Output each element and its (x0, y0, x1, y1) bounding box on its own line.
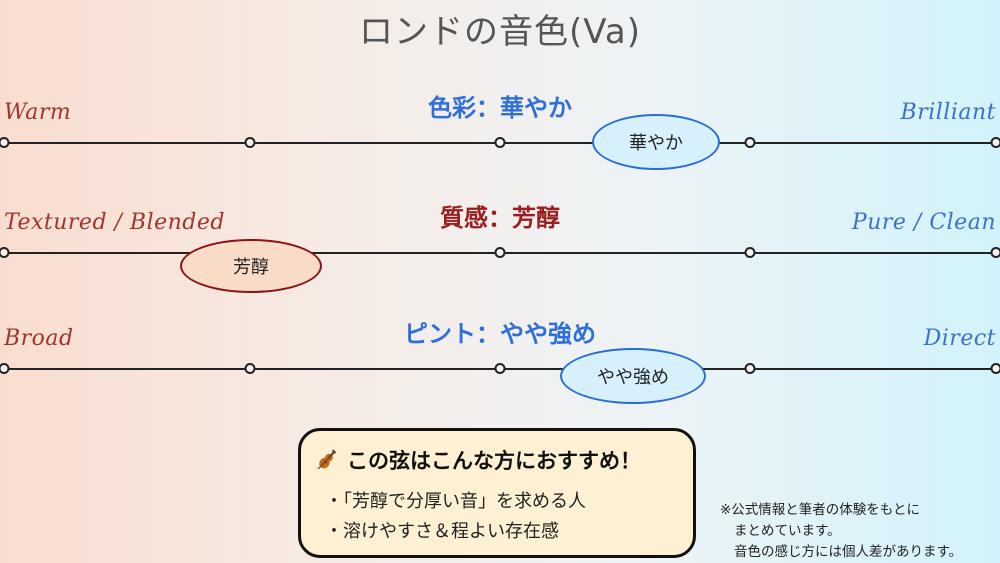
violin-icon (315, 448, 339, 477)
scale-heading: 質感：芳醇 (440, 204, 560, 232)
value-badge: 芳醇 (180, 239, 322, 293)
scale-tick (744, 363, 756, 374)
recommendation-item: ・溶けやすさ＆程よい存在感 (325, 521, 559, 542)
disclaimer-line: ※公式情報と筆者の体験をもとに (720, 502, 921, 518)
recommendation-panel: この弦はこんな方におすすめ！ ・「芳醇で分厚い音」を求める人 ・溶けやすさ＆程よ… (298, 428, 696, 558)
scale-row-focus: Broad Direct ピント：やや強め やや強め (0, 306, 1000, 404)
scale-tick (0, 247, 10, 258)
pole-right-label: Pure / Clean (851, 210, 996, 235)
value-badge: やや強め (560, 348, 706, 404)
scale-row-texture: Textured / Blended Pure / Clean 質感：芳醇 芳醇 (0, 190, 1000, 293)
page-title: ロンドの音色(Va) (359, 12, 641, 52)
scale-tick (494, 137, 506, 148)
disclaimer-line: まとめています。 (734, 523, 841, 539)
scale-tick (990, 363, 1000, 374)
pole-left-label: Warm (4, 100, 72, 125)
value-badge: 華やか (592, 114, 720, 170)
scale-tick (744, 247, 756, 258)
scale-tick (244, 137, 256, 148)
scale-tick (494, 363, 506, 374)
pole-left-label: Broad (4, 326, 74, 351)
recommendation-heading-row: この弦はこんな方におすすめ！ (315, 445, 641, 477)
scale-tick (494, 247, 506, 258)
pole-right-label: Brilliant (900, 100, 996, 125)
scale-row-color: Warm Brilliant 色彩：華やか 華やか (0, 80, 1000, 170)
scale-tick (244, 363, 256, 374)
scale-tick (0, 137, 10, 148)
disclaimer-line: 音色の感じ方には個人差があります。 (734, 544, 963, 560)
scale-tick (0, 363, 10, 374)
pole-right-label: Direct (923, 326, 996, 351)
scale-tick (990, 247, 1000, 258)
recommendation-item: ・「芳醇で分厚い音」を求める人 (325, 491, 586, 512)
scale-tick (990, 137, 1000, 148)
pole-left-label: Textured / Blended (4, 210, 225, 235)
scale-heading: ピント：やや強め (404, 320, 596, 348)
recommendation-heading: この弦はこんな方におすすめ！ (347, 449, 641, 473)
scale-heading: 色彩：華やか (428, 94, 572, 122)
scale-tick (744, 137, 756, 148)
